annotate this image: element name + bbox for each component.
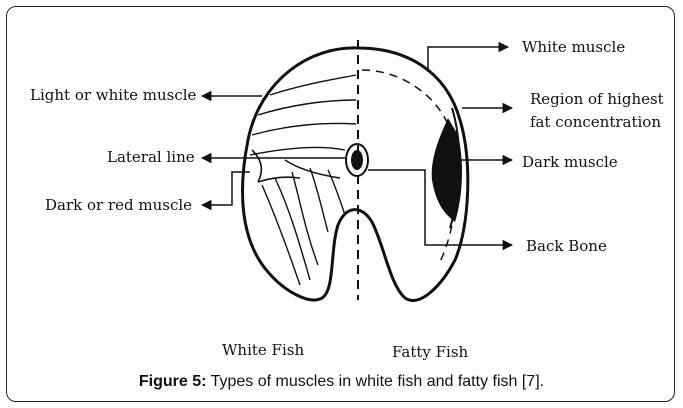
label-region-fat-line2: fat concentration: [530, 113, 661, 131]
label-white-fish: White Fish: [222, 341, 304, 359]
label-light-white-muscle: Light or white muscle: [30, 86, 197, 104]
caption-text: Types of muscles in white fish and fatty…: [206, 373, 544, 390]
label-fatty-fish: Fatty Fish: [392, 343, 469, 361]
label-dark-muscle: Dark muscle: [522, 153, 618, 171]
label-lateral-line: Lateral line: [107, 148, 195, 166]
label-dark-red-muscle: Dark or red muscle: [45, 196, 192, 214]
label-white-muscle: White muscle: [522, 38, 625, 56]
light-muscle-striations: [250, 75, 356, 155]
fish-cross-section-diagram: White muscle Region of highest fat conce…: [0, 0, 683, 370]
label-back-bone: Back Bone: [526, 237, 607, 255]
figure-caption: Figure 5: Types of muscles in white fish…: [0, 373, 683, 391]
caption-prefix: Figure 5:: [139, 373, 207, 390]
label-region-fat-line1: Region of highest: [530, 90, 664, 108]
